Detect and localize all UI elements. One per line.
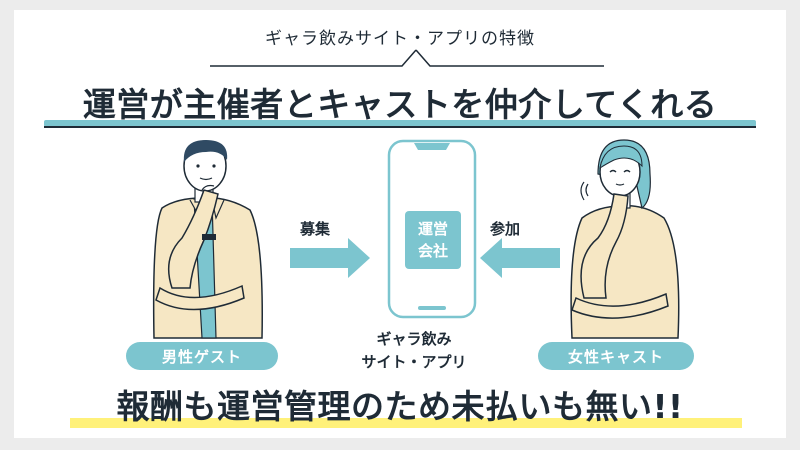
operating-company-box: 運営 会社 [405,211,461,269]
subtitle: ギャラ飲みサイト・アプリの特徴 [265,29,535,49]
title-underline [44,120,756,127]
company-line1: 運営 [417,220,448,238]
company-line2: 会社 [417,242,448,260]
female-cast-illustration [570,139,680,339]
title-underline-line [44,126,756,128]
bottom-message: 報酬も運営管理のため未払いも無い!! [116,387,684,426]
arrow-left-icon [480,238,560,278]
app-label: ギャラ飲み サイト・アプリ [339,328,489,374]
female-cast-badge: 女性キャスト [538,342,694,370]
male-guest-illustration [152,140,263,339]
male-guest-badge: 男性ゲスト [126,342,278,370]
page-title: 運営が主催者とキャストを仲介してくれる [82,85,718,124]
subtitle-bracket [210,49,604,67]
bottom-highlight [70,418,742,428]
arrow-right-icon [290,238,370,278]
app-label-line2: サイト・アプリ [361,353,467,371]
join-label: 参加 [490,220,521,238]
recruit-label: 募集 [300,220,331,238]
app-label-line1: ギャラ飲み [376,330,452,348]
infographic-card: ギャラ飲みサイト・アプリの特徴 運営が主催者とキャストを仲介してくれる 募集 [14,10,786,438]
